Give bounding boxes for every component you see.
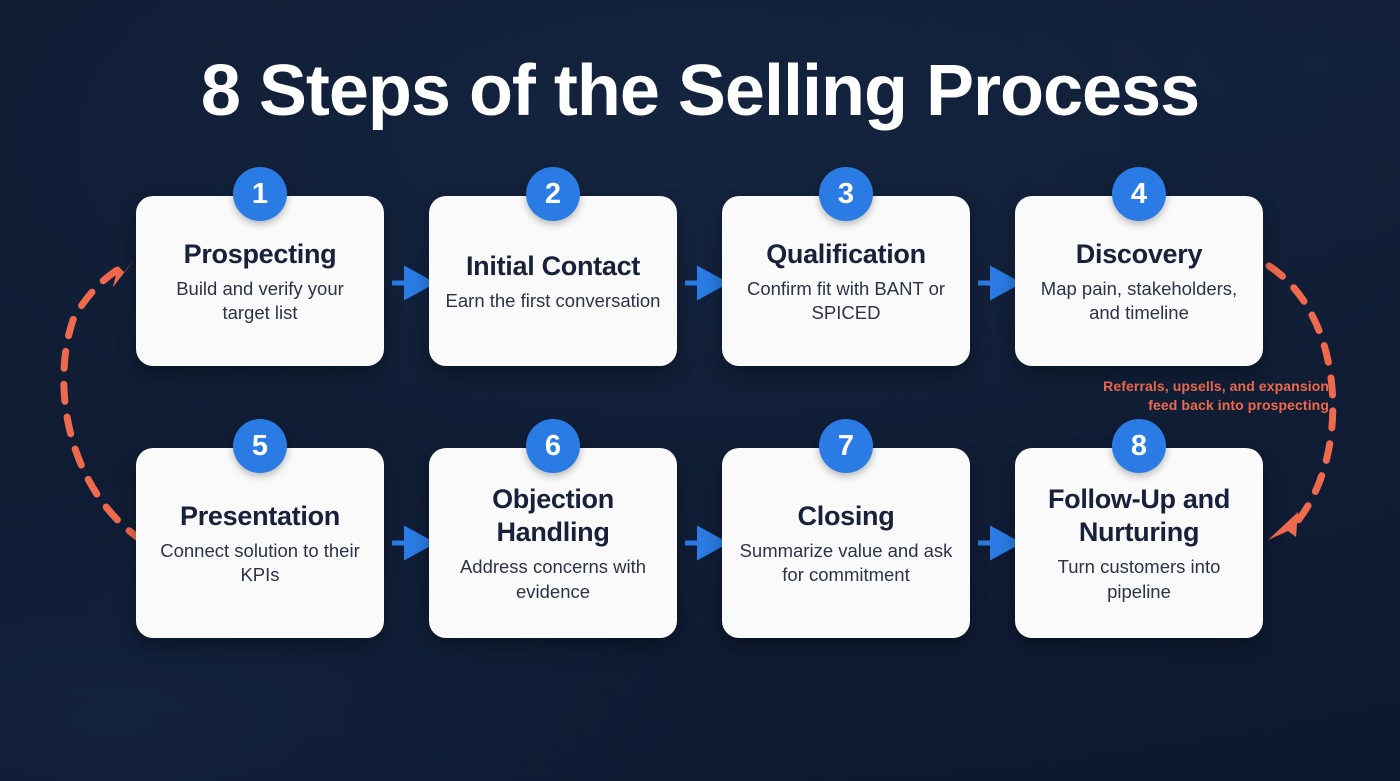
step-title-4: Discovery bbox=[1075, 238, 1203, 269]
step-card-5[interactable]: 5 Presentation Connect solution to their… bbox=[136, 419, 384, 638]
step-badge-5: 5 bbox=[233, 419, 287, 473]
step-badge-8: 8 bbox=[1112, 419, 1166, 473]
step-desc-1: Build and verify your target list bbox=[176, 277, 344, 324]
feedback-loop-line-2: feed back into prospecting bbox=[1148, 396, 1329, 413]
step-desc-6: Address concerns with evidence bbox=[459, 556, 647, 602]
step-card-6[interactable]: 6 Objection Handling Address concerns wi… bbox=[429, 419, 677, 638]
step-badge-4: 4 bbox=[1112, 167, 1166, 221]
feedback-loop-line-1: Referrals, upsells, and expansion bbox=[1103, 378, 1329, 394]
step-title-2: Initial Contact bbox=[465, 251, 640, 282]
step-title-8: Follow-Up and Nurturing bbox=[1047, 484, 1231, 548]
step-card-4[interactable]: 4 Discovery Map pain, stakeholders, and … bbox=[1015, 167, 1263, 366]
step-badge-2: 2 bbox=[526, 167, 580, 221]
step-badge-3: 3 bbox=[819, 167, 873, 221]
step-desc-5: Connect solution to their KPIs bbox=[160, 539, 360, 586]
step-title-3: Qualification bbox=[766, 238, 926, 269]
page-title: 8 Steps of the Selling Process bbox=[200, 51, 1200, 131]
step-desc-4: Map pain, stakeholders, and timeline bbox=[1040, 277, 1238, 324]
step-badge-6: 6 bbox=[526, 419, 580, 473]
step-title-6: Objection Handling bbox=[492, 484, 614, 548]
step-card-7[interactable]: 7 Closing Summarize value and ask for co… bbox=[722, 419, 970, 638]
step-card-3[interactable]: 3 Qualification Confirm fit with BANT or… bbox=[722, 167, 970, 366]
feedback-loop-annotation: Referrals, upsells, and expansion feed b… bbox=[1067, 377, 1329, 415]
step-title-1: Prospecting bbox=[183, 238, 337, 269]
step-desc-8: Turn customers into pipeline bbox=[1057, 556, 1221, 602]
step-badge-7: 7 bbox=[819, 419, 873, 473]
step-card-2[interactable]: 2 Initial Contact Earn the first convers… bbox=[429, 167, 677, 366]
step-title-7: Closing bbox=[797, 500, 895, 531]
step-desc-2: Earn the first conversation bbox=[445, 290, 661, 312]
step-desc-3: Confirm fit with BANT or SPICED bbox=[746, 277, 946, 324]
step-badge-1: 1 bbox=[233, 167, 287, 221]
step-title-5: Presentation bbox=[180, 500, 340, 531]
step-card-1[interactable]: 1 Prospecting Build and verify your targ… bbox=[136, 167, 384, 366]
step-desc-7: Summarize value and ask for commitment bbox=[739, 539, 953, 586]
step-card-8[interactable]: 8 Follow-Up and Nurturing Turn customers… bbox=[1015, 419, 1263, 638]
